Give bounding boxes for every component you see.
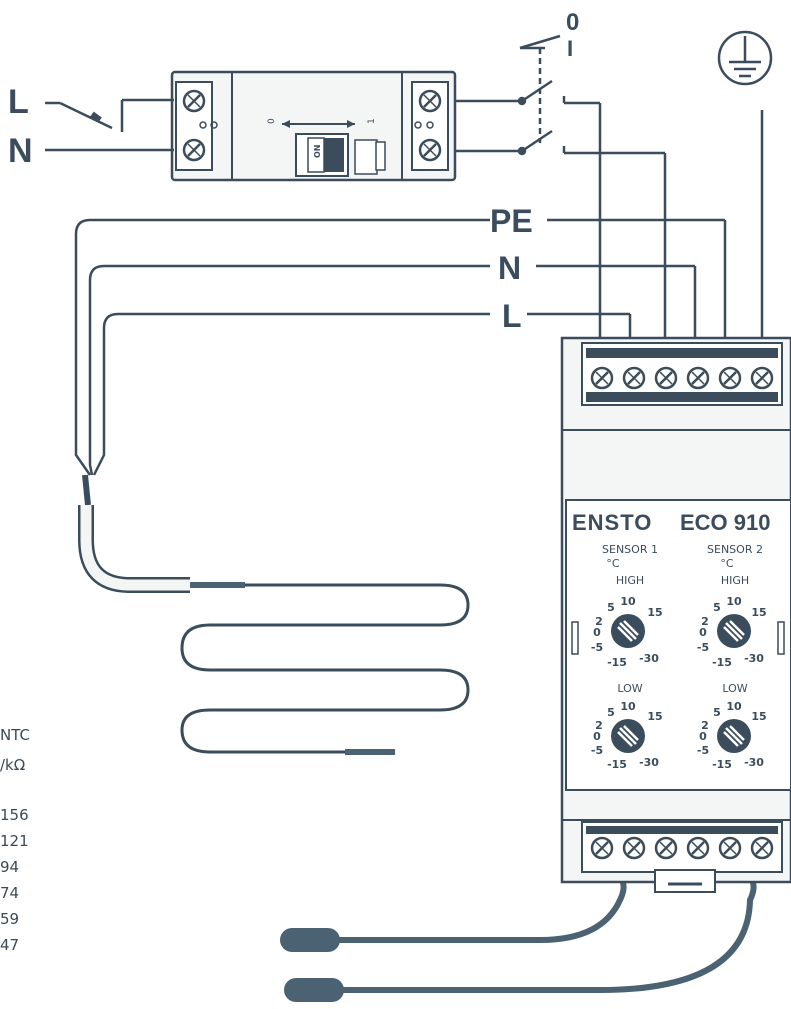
scale-label: -5 [591, 744, 603, 757]
scale-label: 2 [595, 615, 603, 628]
terminal-screw-icon [750, 366, 774, 390]
sensor-1-high-scale: 10 5 15 2 0 -5 -15 -30 [591, 595, 663, 669]
terminal-screw-icon [590, 836, 614, 860]
sensor-2-unit: °C [720, 557, 734, 570]
scale-label: 5 [607, 601, 615, 614]
scale-label: 15 [751, 710, 766, 723]
supply-label-n: N [8, 132, 33, 170]
ntc-table-value: 121 [0, 832, 29, 850]
scale-label: 2 [595, 719, 603, 732]
scale-label: -30 [639, 652, 659, 665]
bus-label-n: N [498, 250, 521, 286]
terminal-screw-icon [590, 366, 614, 390]
terminal-screw-icon [182, 138, 206, 162]
scale-label: 10 [620, 700, 636, 713]
scale-label: 5 [607, 706, 615, 719]
terminal-screw-icon [418, 89, 442, 113]
scale-label: 2 [701, 615, 709, 628]
circuit-breaker: 0 1 ON [170, 70, 457, 182]
terminal-screw-icon [622, 836, 646, 860]
sensor-2-high-scale: 10 5 15 2 0 -5 -15 -30 [697, 595, 767, 669]
sensor-1-title: SENSOR 1 [602, 543, 658, 556]
scale-label: -15 [607, 656, 627, 669]
potentiometer-knob-icon[interactable] [715, 717, 753, 755]
sensor-1-unit: °C [606, 557, 620, 570]
terminal-screw-icon [750, 836, 774, 860]
scale-label: 10 [620, 595, 636, 608]
ntc-table-value: 47 [0, 936, 20, 954]
terminal-screw-icon [718, 366, 742, 390]
scale-label: 0 [699, 626, 707, 639]
scale-label: -5 [697, 641, 709, 654]
switch-on-label: I [567, 36, 573, 61]
sensor-2-title: SENSOR 2 [707, 543, 763, 556]
ntc-table-unit: /kΩ [0, 756, 26, 774]
ntc-table-value: 59 [0, 910, 20, 928]
ntc-table-header: NTC [0, 726, 30, 744]
sensor-2-low-label: LOW [722, 682, 747, 695]
potentiometer-knob-icon[interactable] [609, 612, 647, 650]
terminal-screw-icon [686, 366, 710, 390]
controller-housing [560, 336, 791, 893]
heating-cable-wires [74, 103, 727, 476]
scale-label: -15 [607, 758, 627, 771]
main-switch [455, 34, 665, 156]
scale-label: 15 [647, 710, 662, 723]
ntc-table-value: 156 [0, 806, 29, 824]
sensor-1-low-label: LOW [617, 682, 642, 695]
switch-off-label: 0 [566, 9, 579, 36]
terminal-screw-icon [686, 836, 710, 860]
heating-cable [78, 474, 470, 755]
controller-brand: ENSTO [572, 510, 652, 535]
potentiometer-knob-icon[interactable] [715, 612, 753, 650]
ntc-table-value: 74 [0, 884, 20, 902]
scale-label: 0 [593, 626, 601, 639]
terminal-screw-icon [182, 89, 206, 113]
sensor-1-low-scale: 10 5 15 2 0 -5 -15 -30 [591, 700, 663, 771]
scale-label: 15 [751, 606, 766, 619]
terminal-screw-icon [418, 138, 442, 162]
scale-label: -30 [744, 756, 764, 769]
potentiometer-knob-icon[interactable] [609, 717, 647, 755]
breaker-handle-label: ON [313, 145, 322, 159]
supply-wires [45, 98, 174, 152]
scale-label: -15 [712, 758, 732, 771]
scale-label: 10 [726, 700, 742, 713]
sensor-1-high-label: HIGH [616, 574, 644, 587]
sensor-2-high-label: HIGH [721, 574, 749, 587]
terminal-screw-icon [654, 836, 678, 860]
scale-label: 0 [593, 730, 601, 743]
scale-label: -30 [744, 652, 764, 665]
scale-label: 5 [713, 601, 721, 614]
scale-label: -5 [697, 744, 709, 757]
scale-label: -15 [712, 656, 732, 669]
bus-label-pe: PE [490, 203, 533, 239]
breaker-off-mark: 0 [267, 118, 277, 124]
controller-model: ECO 910 [680, 510, 771, 535]
scale-label: 15 [647, 606, 662, 619]
scale-label: 2 [701, 719, 709, 732]
earth-ground-icon [717, 30, 773, 368]
scale-label: -5 [591, 641, 603, 654]
sensor-1-panel: SENSOR 1 °C HIGH 10 5 15 2 0 -5 -15 -30 … [591, 543, 663, 771]
supply-label-l: L [8, 83, 29, 121]
bus-label-l: L [502, 298, 522, 334]
scale-label: 10 [726, 595, 742, 608]
ntc-table-value: 94 [0, 858, 20, 876]
scale-label: -30 [639, 756, 659, 769]
scale-label: 5 [713, 706, 721, 719]
sensor-2-panel: SENSOR 2 °C HIGH 10 5 15 2 0 -5 -15 -30 … [697, 543, 767, 771]
breaker-on-mark: 1 [367, 118, 377, 124]
terminal-screw-icon [654, 366, 678, 390]
terminal-screw-icon [718, 836, 742, 860]
terminal-screw-icon [622, 366, 646, 390]
scale-label: 0 [699, 730, 707, 743]
sensor-2-low-scale: 10 5 15 2 0 -5 -15 -30 [697, 700, 767, 771]
